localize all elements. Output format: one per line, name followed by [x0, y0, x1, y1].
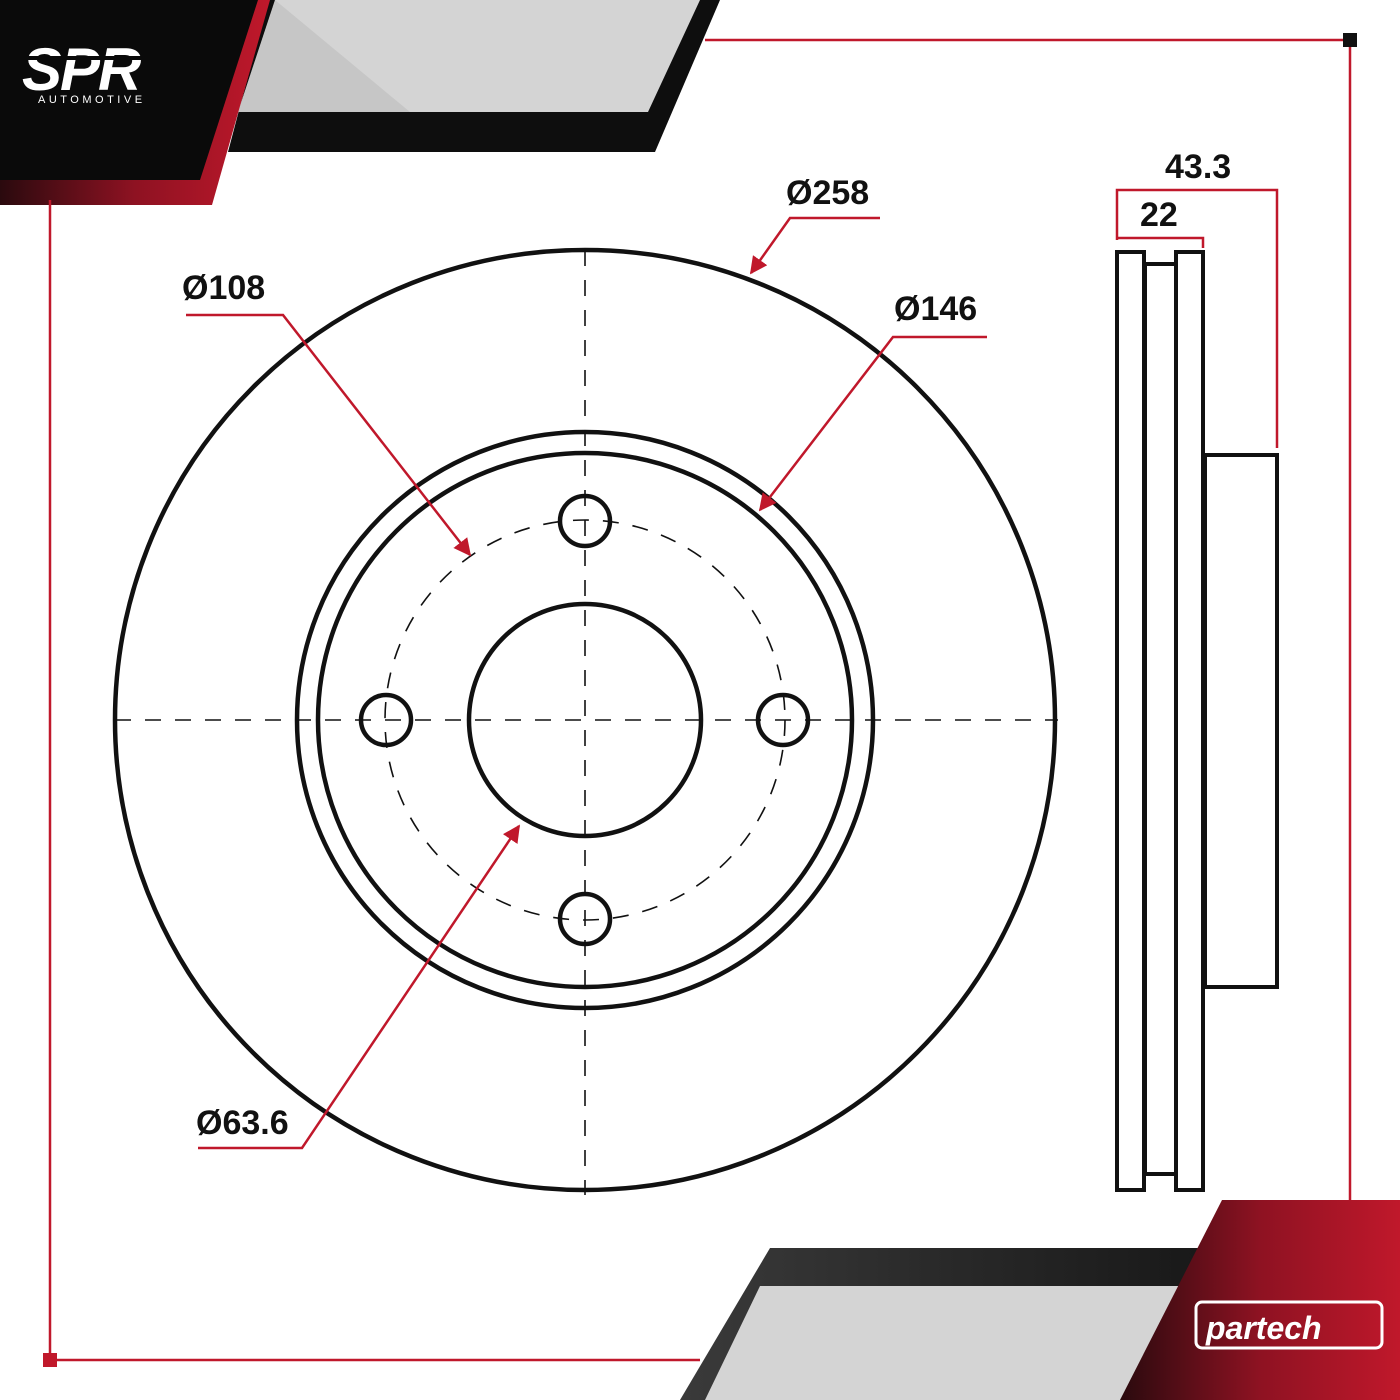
side-inner-plate: [1115, 250, 1146, 1192]
spr-logo: SPR AUTOMOTIVE: [22, 36, 172, 106]
header-banner: [0, 0, 720, 205]
side-hat-section: [1203, 453, 1279, 989]
hub-inner-ring: [315, 450, 855, 990]
hub-diameter-label: Ø146: [894, 290, 977, 328]
leader-center-bore: [198, 824, 521, 1150]
svg-text:SPR: SPR: [22, 36, 141, 103]
overall-height-label: 43.3: [1165, 148, 1231, 186]
frame-corner-marker-bottom: [43, 1353, 57, 1367]
bolt-circle-label: Ø108: [182, 269, 265, 307]
disc-thickness-label: 22: [1140, 196, 1178, 234]
frame-corner-marker-top: [1343, 33, 1357, 47]
outer-diameter-label: Ø258: [786, 174, 869, 212]
disc-side-view: [1115, 250, 1279, 1192]
side-vane-section: [1143, 262, 1178, 1176]
footer-banner: [680, 1200, 1400, 1400]
partech-logo: partech: [1194, 1300, 1384, 1350]
dim-line-overall-height: [1115, 188, 1279, 448]
leader-bolt-circle: [186, 313, 472, 557]
side-outer-plate: [1174, 250, 1205, 1192]
dimension-frame: [48, 38, 1352, 1362]
dim-line-disc-thickness: [1117, 236, 1205, 248]
leader-hub-diameter: [758, 335, 987, 512]
side-dimension-lines: [1115, 188, 1279, 448]
svg-text:partech: partech: [1205, 1310, 1322, 1346]
front-dimension-leaders: [186, 216, 987, 1150]
center-bore-label: Ø63.6: [196, 1104, 289, 1142]
leader-outer-diameter: [749, 216, 880, 275]
disc-outer-edge: [112, 247, 1058, 1193]
svg-text:AUTOMOTIVE: AUTOMOTIVE: [38, 94, 146, 106]
disc-front-view: [112, 247, 1058, 1195]
